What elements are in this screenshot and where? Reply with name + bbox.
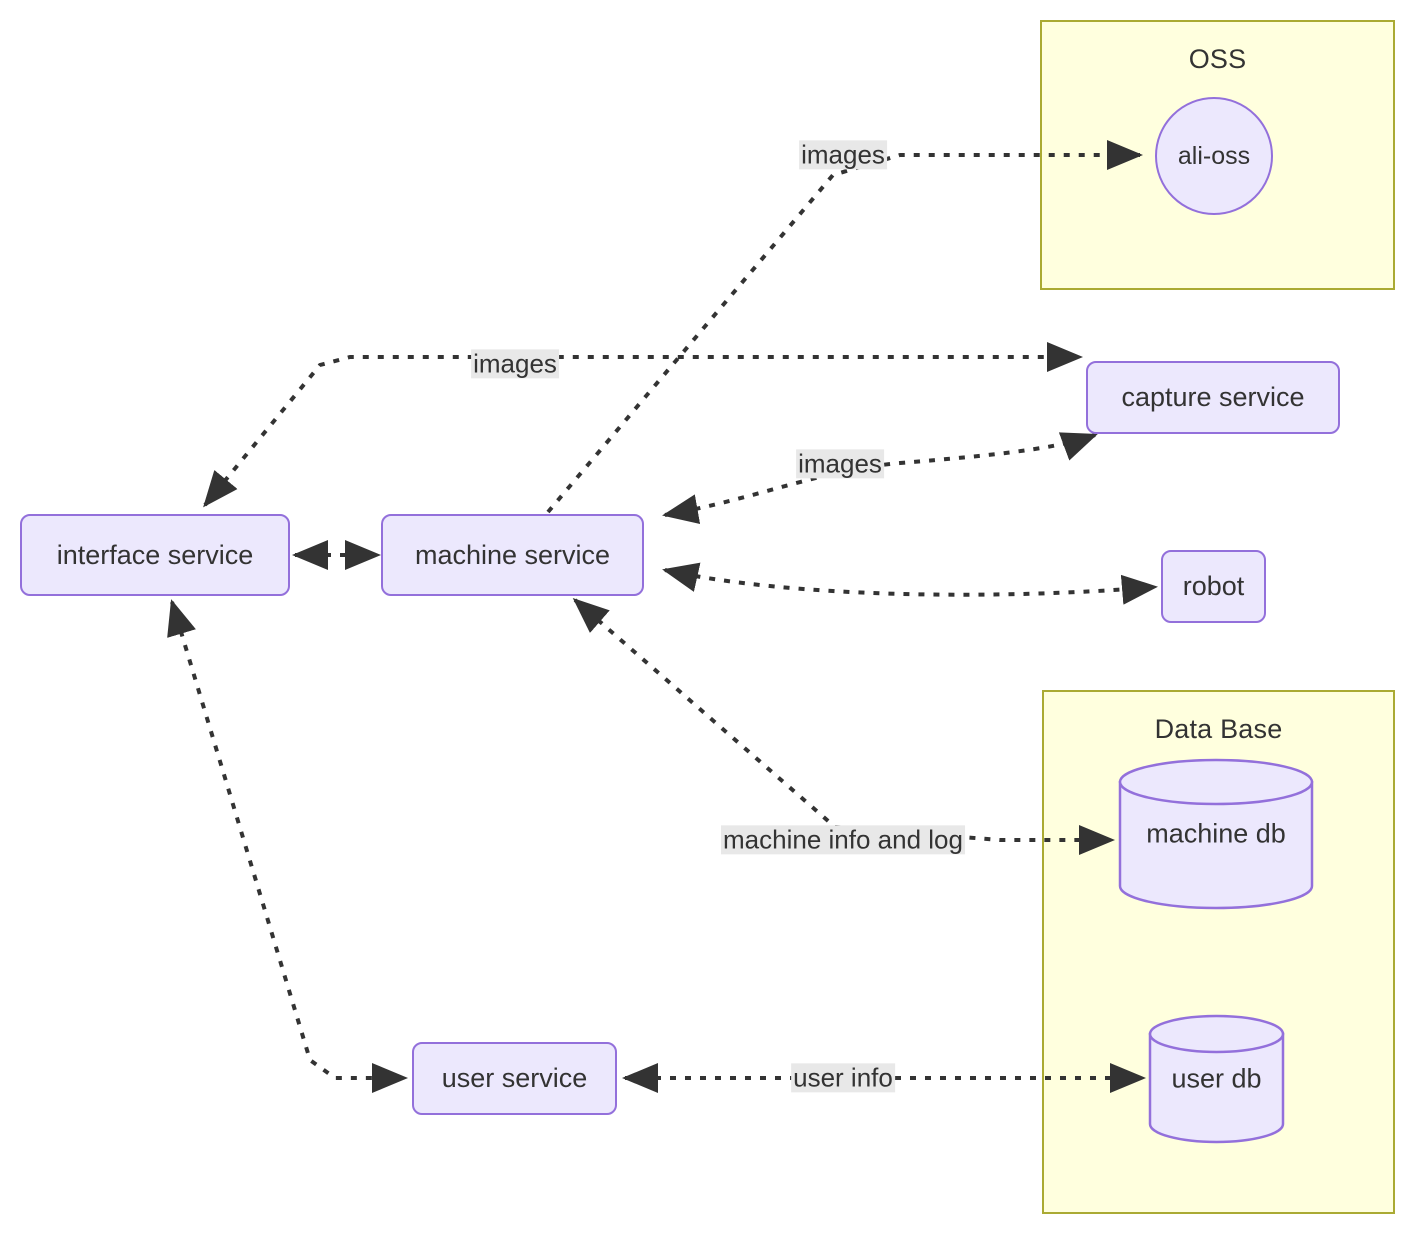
subgraph-database-title: Data Base (1154, 714, 1283, 744)
node-machine-db[interactable]: machine db (1118, 758, 1314, 910)
edge-machine-service-to-capture-service (662, 432, 1098, 524)
node-interface-service-label: interface service (56, 539, 254, 570)
user-db-cylinder-icon (1148, 1014, 1285, 1144)
node-user-service[interactable]: user service (412, 1042, 617, 1115)
edge-label-images-interface-capture: images (471, 348, 559, 379)
node-machine-service-label: machine service (414, 539, 611, 570)
node-user-db[interactable]: user db (1148, 1014, 1285, 1144)
edge-interface-service-to-user-service (167, 599, 408, 1093)
edge-machine-service-to-ali-oss (546, 140, 1143, 514)
edge-label-user-info: user info (791, 1062, 895, 1093)
node-robot[interactable]: robot (1161, 550, 1266, 623)
edge-machine-service-to-robot (662, 562, 1158, 605)
node-user-db-label: user db (1171, 1063, 1262, 1094)
edge-label-images-to-ali-oss: images (799, 139, 887, 170)
edge-interface-service-to-capture-service (203, 342, 1083, 508)
node-interface-service[interactable]: interface service (20, 514, 290, 596)
edge-label-images-machine-capture: images (796, 448, 884, 479)
node-machine-db-label: machine db (1146, 818, 1286, 849)
node-robot-label: robot (1182, 571, 1245, 601)
subgraph-oss-title: OSS (1188, 44, 1247, 74)
node-user-service-label: user service (441, 1063, 588, 1093)
node-ali-oss-label: ali-oss (1177, 141, 1251, 170)
node-ali-oss[interactable]: ali-oss (1155, 97, 1273, 215)
node-machine-service[interactable]: machine service (381, 514, 644, 596)
edge-label-machine-info-and-log: machine info and log (721, 824, 965, 855)
edge-machine-service-to-machine-db (572, 598, 1115, 855)
node-capture-service[interactable]: capture service (1086, 361, 1340, 434)
node-capture-service-label: capture service (1121, 382, 1305, 412)
machine-db-cylinder-icon (1118, 758, 1314, 910)
